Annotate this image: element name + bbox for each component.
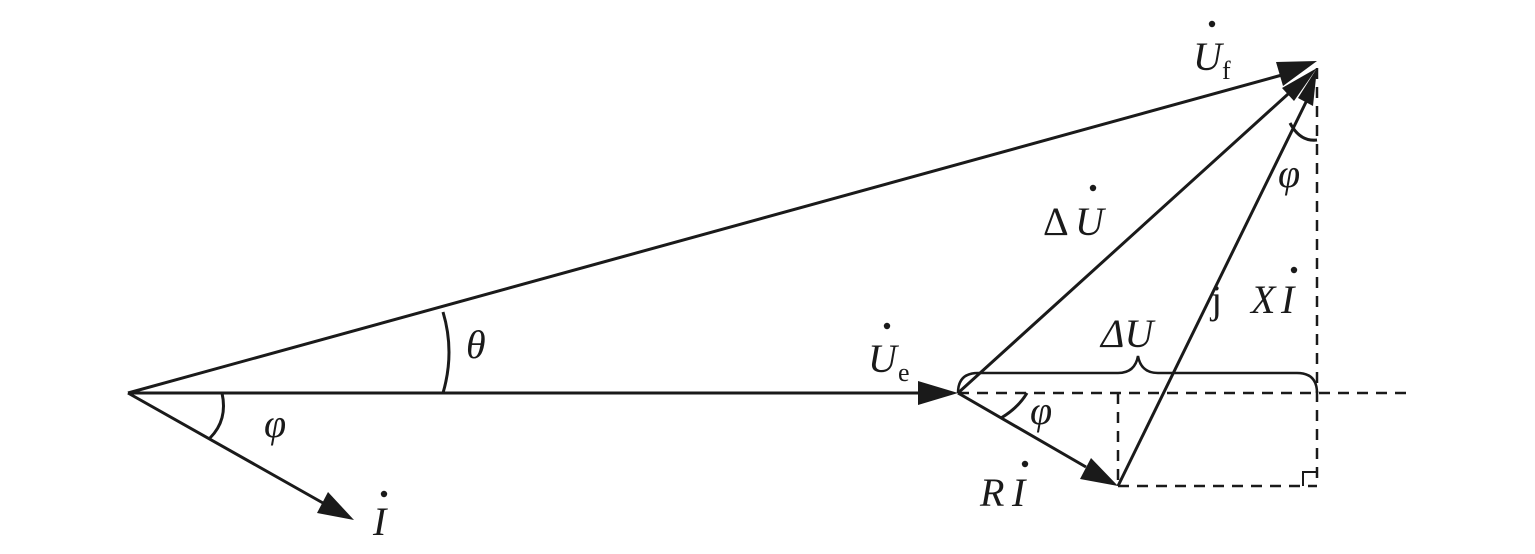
right-angle-marker (1302, 471, 1317, 486)
ri-symbol: I (1011, 470, 1027, 515)
ri-coef: R (979, 470, 1004, 515)
uf-symbol: U (1193, 34, 1225, 79)
jxi-dot (1290, 266, 1298, 274)
current-label: I (372, 490, 388, 544)
phi-label-origin: φ (264, 401, 286, 446)
ri-label: R I (979, 460, 1029, 515)
delta-u-scalar-label: ΔU (1099, 311, 1156, 356)
phi-label-top: φ (1278, 151, 1300, 196)
ue-arrowhead (918, 381, 958, 405)
theta-label: θ (466, 322, 486, 367)
delta-u-vector-prefix: Δ (1043, 199, 1069, 244)
uf-subscript: f (1222, 56, 1231, 85)
current-symbol: I (372, 499, 388, 544)
phi-arc-top (1288, 122, 1318, 142)
jxi-symbol: I (1280, 277, 1296, 322)
uf-label: U f (1193, 20, 1231, 85)
delta-u-vector-symbol: U (1075, 199, 1107, 244)
current-vector-line (127, 391, 324, 505)
phi-arc-origin (208, 392, 225, 440)
phi-label-ue: φ (1030, 388, 1052, 433)
ue-subscript: e (898, 358, 910, 387)
delta-u-arrowhead (1282, 68, 1317, 101)
ue-label: U e (868, 322, 910, 387)
ri-vector-line (957, 391, 1087, 469)
delta-u-vector-label: Δ U (1043, 184, 1107, 244)
delta-u-vector-line (956, 83, 1300, 395)
uf-dot (1208, 20, 1216, 28)
phi-arc-ue (1000, 392, 1029, 420)
jxi-j: j (1209, 277, 1222, 322)
ue-dot (883, 322, 891, 330)
ri-arrowhead (1080, 458, 1118, 486)
current-dot (380, 490, 388, 498)
ue-symbol: U (868, 336, 900, 381)
delta-u-vector-dot (1089, 184, 1097, 192)
uf-arrowhead (1276, 61, 1317, 86)
uf-vector-line (127, 73, 1283, 395)
current-arrowhead (317, 492, 354, 520)
delta-u-brace (956, 355, 1319, 394)
ri-dot (1021, 460, 1029, 468)
jxi-coef: X (1249, 277, 1277, 322)
jxi-vector-line (1116, 99, 1309, 487)
jxi-arrowhead (1298, 68, 1317, 106)
theta-arc (441, 311, 451, 394)
jxi-label: j X I (1209, 266, 1298, 322)
